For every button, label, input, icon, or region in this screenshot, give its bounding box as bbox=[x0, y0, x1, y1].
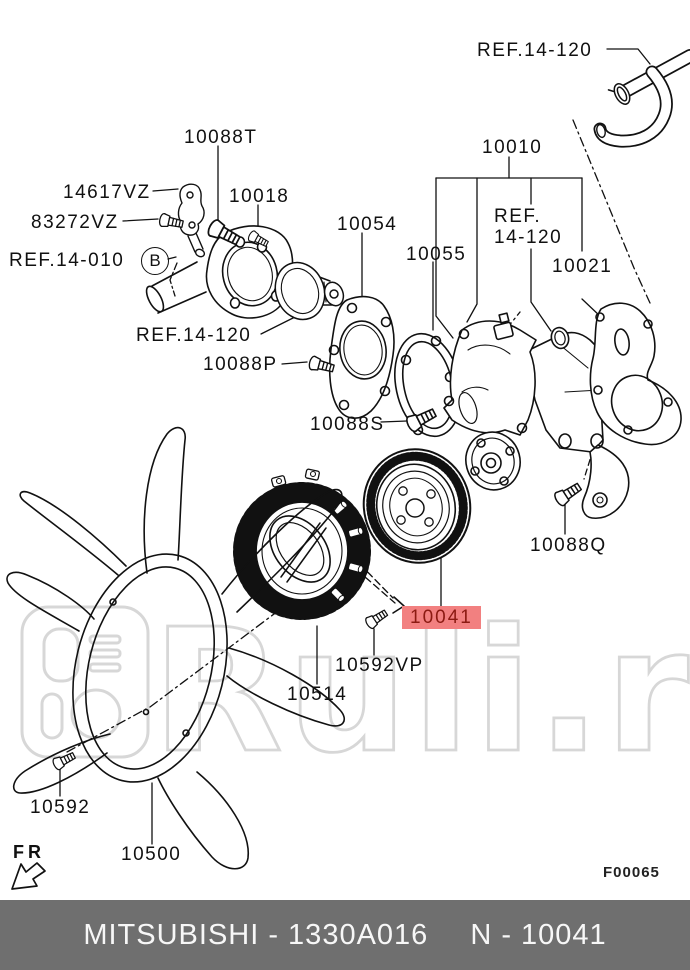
footer-brand-code: MITSUBISHI - 1330A016 bbox=[83, 918, 429, 951]
part-label-10018[interactable]: 10018 bbox=[229, 186, 290, 207]
gasket-10054-illustration bbox=[328, 295, 395, 419]
coolant-hose-illustration bbox=[572, 49, 690, 304]
watermark-logo bbox=[20, 605, 150, 759]
leader-lines bbox=[59, 48, 651, 845]
pulley-illustration bbox=[362, 448, 472, 564]
joint-bracket-illustration bbox=[177, 183, 206, 258]
part-label-10592[interactable]: 10592 bbox=[30, 797, 91, 818]
part-label-ref-14-010: REF.14-010 bbox=[9, 250, 125, 271]
thermostat-housing-illustration bbox=[145, 225, 294, 319]
footer-part-ref: N - 10041 bbox=[470, 918, 607, 951]
diagram-art bbox=[6, 48, 690, 890]
part-label-14617vz[interactable]: 14617VZ bbox=[63, 182, 151, 203]
footer-bar: MITSUBISHI - 1330A016 N - 10041 bbox=[0, 900, 690, 970]
water-pump-illustration bbox=[443, 312, 630, 519]
part-label-ref-mid: REF. 14-120 bbox=[494, 206, 562, 248]
bolt-10592-illustration bbox=[51, 749, 78, 772]
part-label-10055[interactable]: 10055 bbox=[406, 244, 467, 265]
part-label-83272vz[interactable]: 83272VZ bbox=[31, 212, 119, 233]
front-direction-label: FR bbox=[13, 842, 45, 862]
part-label-ref-thermostat: REF.14-120 bbox=[136, 325, 252, 346]
part-label-10054[interactable]: 10054 bbox=[337, 214, 398, 235]
part-label-10088s[interactable]: 10088S bbox=[310, 414, 385, 435]
part-label-10592vp[interactable]: 10592VP bbox=[335, 655, 424, 676]
ref-mid-line1: REF. bbox=[494, 206, 542, 227]
part-label-10088q[interactable]: 10088Q bbox=[530, 535, 607, 556]
part-label-10088t[interactable]: 10088T bbox=[184, 127, 258, 148]
part-label-ref-hose: REF.14-120 bbox=[477, 40, 593, 61]
bolt-10592vp-illustration bbox=[363, 606, 390, 631]
bolt-10088q-illustration bbox=[552, 479, 584, 508]
thermostat-illustration bbox=[274, 261, 345, 321]
part-label-10514[interactable]: 10514 bbox=[287, 684, 348, 705]
front-direction-arrow-icon bbox=[11, 862, 46, 890]
o-ring-illustration bbox=[550, 326, 570, 350]
view-reference-badge: B bbox=[141, 247, 169, 275]
part-label-10021[interactable]: 10021 bbox=[552, 256, 613, 277]
ref-mid-line2: 14-120 bbox=[494, 227, 563, 248]
figure-code: F00065 bbox=[603, 864, 660, 881]
part-label-10010[interactable]: 10010 bbox=[482, 137, 543, 158]
part-label-10088p[interactable]: 10088P bbox=[203, 354, 278, 375]
gasket-10021-illustration bbox=[589, 302, 682, 446]
fan-illustration bbox=[6, 426, 345, 870]
part-label-10500[interactable]: 10500 bbox=[121, 844, 182, 865]
part-label-10041-highlighted[interactable]: 10041 bbox=[402, 606, 481, 629]
